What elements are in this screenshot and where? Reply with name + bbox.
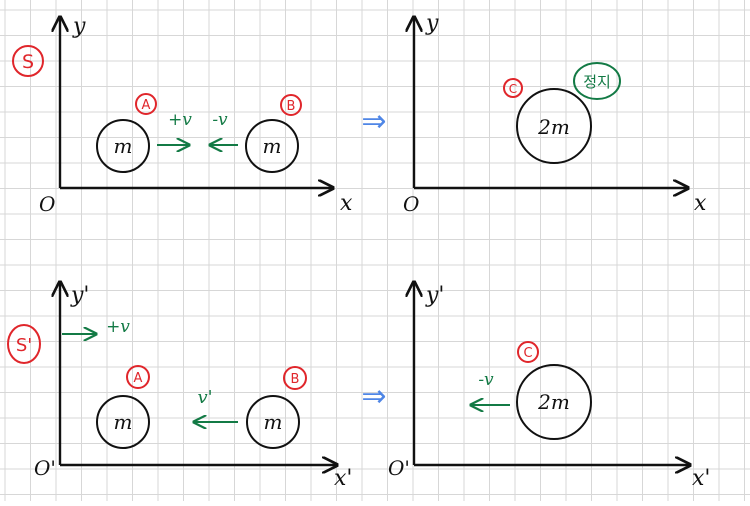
ball-b-tag: B [291, 372, 300, 387]
ball-c-mass: 2m [537, 390, 570, 414]
x-axis-label: x [694, 191, 707, 216]
panel-bottom-right: y' x' O' 2m C -v [388, 282, 710, 491]
ball-a-tag: A [134, 371, 143, 386]
ball-c-state: 정지 [583, 73, 611, 91]
ball-a-mass: m [114, 410, 133, 434]
panel-top-left: y x O S m A +v m B -v [12, 14, 353, 216]
ball-b-velocity: -v [212, 110, 228, 130]
panel-bottom-left: y' x' O' S' +v m A m B v' [7, 282, 352, 491]
ball-b-tag: B [287, 99, 296, 114]
origin-label: O [39, 192, 55, 216]
origin-label: O' [388, 456, 410, 480]
ball-a-tag-circle [135, 93, 157, 115]
ball-c-state-circle [573, 62, 621, 100]
frame-velocity: +v [106, 317, 130, 337]
ball-b-velocity: v' [197, 387, 212, 408]
ball-c-tag: C [523, 346, 532, 361]
ball-a [96, 395, 150, 449]
y-axis-label: y [72, 14, 86, 39]
ball-c-velocity: -v [478, 370, 494, 390]
x-axis-label: x' [692, 466, 710, 491]
ball-c [516, 88, 592, 164]
ball-b-tag-circle [283, 366, 307, 390]
ball-b-mass: m [263, 134, 282, 158]
ball-c-tag-circle [503, 78, 523, 98]
origin-label: O' [34, 456, 56, 480]
ball-b [246, 395, 300, 449]
ball-a-tag-circle [126, 365, 150, 389]
y-axis-label: y [425, 11, 439, 36]
implies-arrow-bottom: ⇒ [361, 379, 386, 414]
panel-top-right: y x O 2m C 정지 [403, 11, 707, 216]
ball-c-tag: C [509, 82, 517, 96]
y-axis-label: y' [70, 283, 89, 308]
ball-a [96, 119, 150, 173]
ball-b-tag-circle [280, 94, 302, 116]
ball-b [245, 119, 299, 173]
y-axis-label: y' [425, 283, 444, 308]
ball-a-velocity: +v [168, 110, 192, 130]
frame-label-circle [7, 324, 41, 364]
implies-arrow-top: ⇒ [361, 104, 386, 139]
ball-c-mass: 2m [537, 115, 570, 139]
frame-label-circle [12, 45, 44, 77]
ball-a-mass: m [114, 134, 133, 158]
ball-c [516, 364, 592, 440]
origin-label: O [403, 192, 419, 216]
frame-label: S [22, 51, 34, 73]
ball-a-tag: A [142, 98, 151, 113]
x-axis-label: x [340, 191, 353, 216]
ball-b-mass: m [264, 410, 283, 434]
frame-label: S' [16, 335, 32, 356]
ball-c-tag-circle [517, 341, 539, 363]
x-axis-label: x' [334, 466, 352, 491]
